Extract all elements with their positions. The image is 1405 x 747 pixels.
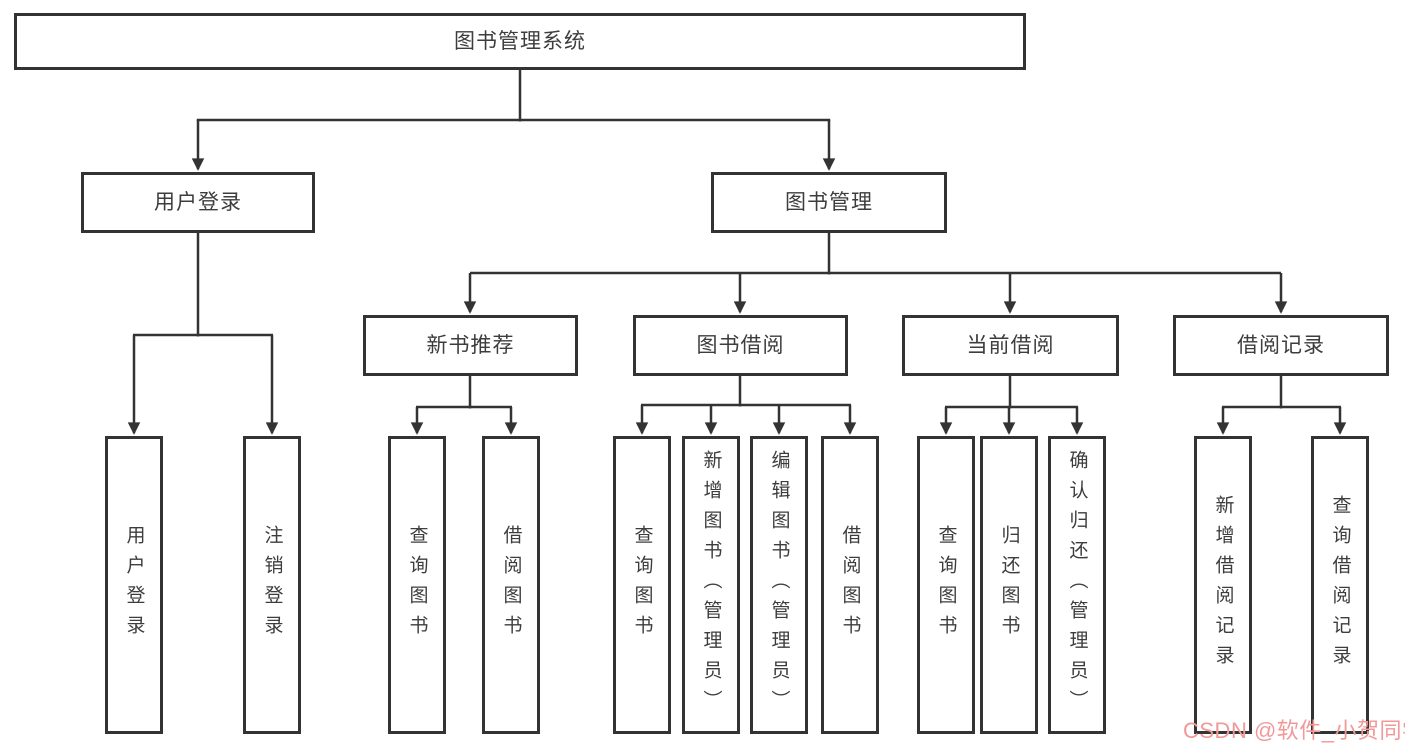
leaf-confirm-return-admin: 确认归还（管理员） bbox=[1048, 436, 1106, 734]
leaf-query-books-recommend: 查询图书 bbox=[388, 436, 446, 734]
node-borrow-records: 借阅记录 bbox=[1173, 315, 1389, 376]
node-user-login: 用户登录 bbox=[81, 172, 315, 233]
node-book-borrow: 图书借阅 bbox=[633, 315, 848, 376]
leaf-edit-book-admin: 编辑图书（管理员） bbox=[750, 436, 808, 734]
leaf-query-books-borrow: 查询图书 bbox=[613, 436, 671, 734]
node-current-borrow: 当前借阅 bbox=[902, 315, 1119, 376]
leaf-logout: 注销登录 bbox=[243, 436, 301, 734]
leaf-query-borrow-record: 查询借阅记录 bbox=[1311, 436, 1369, 734]
leaf-borrow-books-recommend: 借阅图书 bbox=[482, 436, 540, 734]
leaf-add-book-admin: 新增图书（管理员） bbox=[682, 436, 740, 734]
node-library-management-system: 图书管理系统 bbox=[14, 13, 1026, 70]
leaf-query-books-current: 查询图书 bbox=[917, 436, 975, 734]
leaf-add-borrow-record: 新增借阅记录 bbox=[1194, 436, 1252, 734]
leaf-return-book: 归还图书 bbox=[980, 436, 1038, 734]
leaf-user-login: 用户登录 bbox=[105, 436, 163, 734]
watermark-text: CSDN @软件_小贺同学 bbox=[1183, 718, 1405, 743]
node-book-management: 图书管理 bbox=[711, 172, 947, 233]
leaf-borrow-books: 借阅图书 bbox=[821, 436, 879, 734]
node-new-book-recommend: 新书推荐 bbox=[363, 315, 578, 376]
